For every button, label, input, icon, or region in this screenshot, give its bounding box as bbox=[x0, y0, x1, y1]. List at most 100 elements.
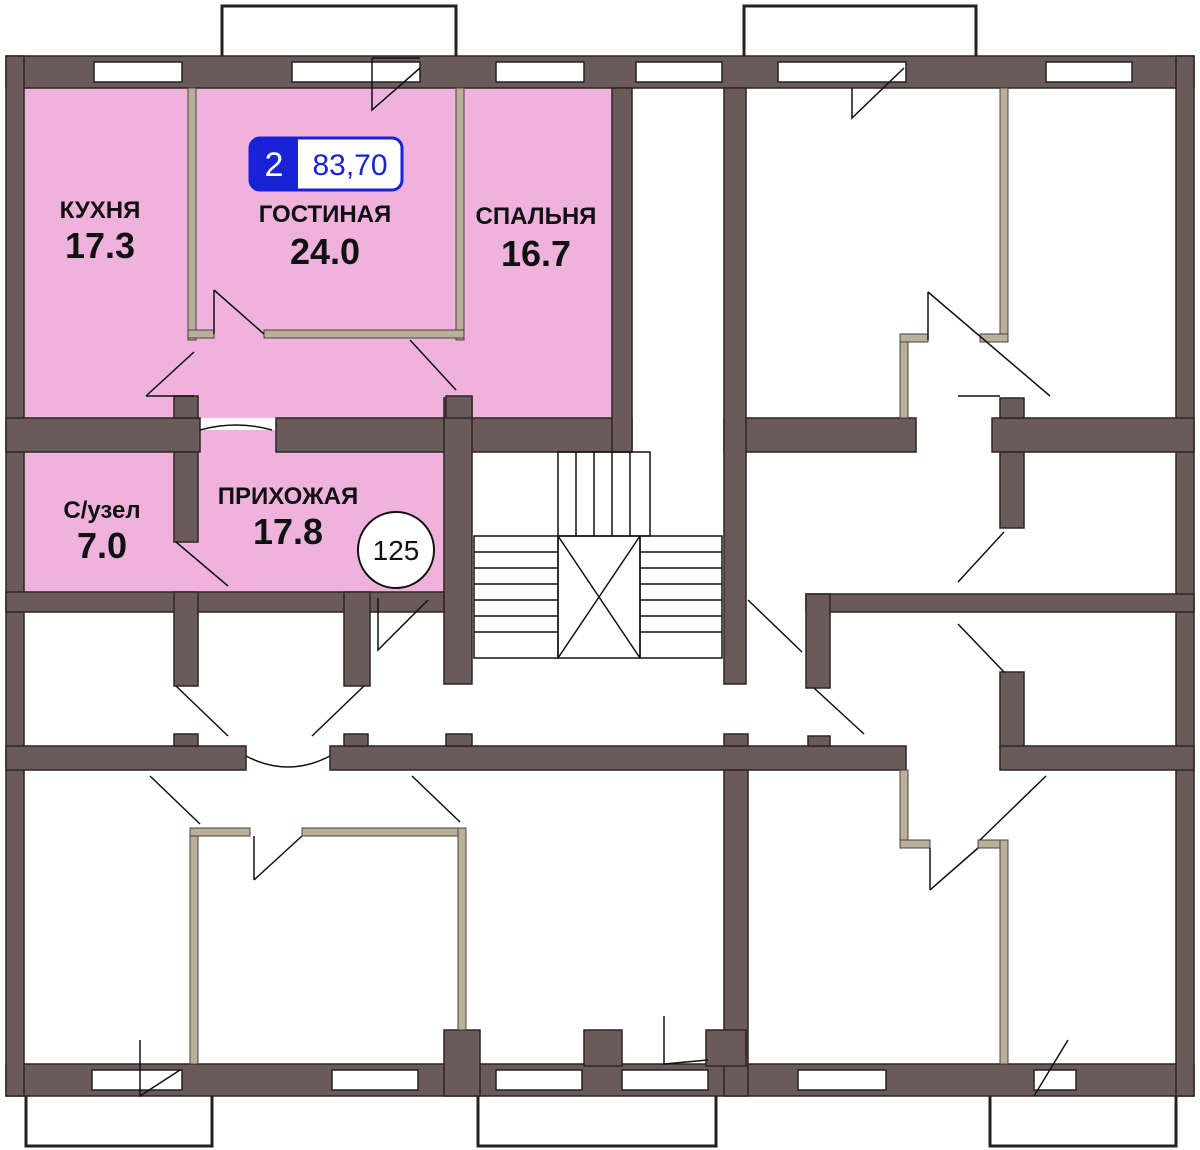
hallway-name: ПРИХОЖАЯ bbox=[218, 483, 359, 510]
stair-flight-left bbox=[473, 535, 559, 659]
window bbox=[777, 61, 907, 83]
door bbox=[851, 67, 905, 120]
partitions bbox=[187, 87, 1009, 1065]
wall-v-low-4 bbox=[705, 1029, 747, 1067]
area-badge: 2 83,70 bbox=[248, 136, 404, 192]
outer-walls bbox=[5, 55, 1195, 1097]
window bbox=[635, 61, 723, 83]
door bbox=[927, 291, 1051, 397]
window bbox=[621, 1069, 709, 1091]
living-room[interactable] bbox=[194, 88, 462, 334]
apartment-number-circle bbox=[357, 511, 435, 589]
staircase[interactable] bbox=[473, 451, 723, 659]
balcony-top-right bbox=[742, 4, 978, 58]
window bbox=[1045, 61, 1133, 83]
window bbox=[495, 1069, 583, 1091]
window bbox=[291, 61, 421, 83]
wall-stub bbox=[723, 733, 749, 747]
wall-h3-left bbox=[5, 745, 247, 771]
wall-left bbox=[5, 55, 25, 1097]
door bbox=[409, 339, 457, 391]
apartment-number-marker[interactable]: 125 bbox=[357, 511, 435, 589]
living-area: 24.0 bbox=[290, 231, 360, 272]
stair-steps-right bbox=[640, 551, 722, 633]
wall-stub bbox=[445, 733, 473, 747]
bedroom-area: 16.7 bbox=[501, 233, 571, 274]
interior-walls bbox=[5, 87, 1195, 1097]
door bbox=[175, 685, 229, 737]
partition-kitchen-living bbox=[187, 87, 197, 341]
window bbox=[93, 61, 183, 83]
door bbox=[253, 835, 303, 881]
wall-stub bbox=[343, 733, 369, 747]
wall-h2-right bbox=[805, 593, 1195, 613]
window bbox=[1033, 1069, 1077, 1091]
kitchen-name: КУХНЯ bbox=[60, 197, 141, 224]
wall-v-2 bbox=[343, 591, 371, 687]
hallway-area: 17.8 bbox=[253, 511, 323, 552]
wall-v-hall bbox=[443, 397, 473, 685]
wall-stub bbox=[807, 735, 831, 747]
wall-v-bath bbox=[173, 451, 199, 543]
stair-well-cross bbox=[557, 535, 641, 659]
balconies bbox=[24, 4, 1178, 1148]
door bbox=[213, 289, 265, 335]
wall-v-1 bbox=[173, 591, 199, 687]
balcony-bottom-right bbox=[988, 1096, 1178, 1148]
wall-h3-right bbox=[999, 745, 1195, 771]
wall-h1-left bbox=[5, 417, 201, 453]
badge-rooms-bg bbox=[250, 138, 298, 190]
window bbox=[91, 1069, 183, 1091]
door bbox=[245, 755, 331, 768]
bathroom-room[interactable] bbox=[24, 452, 174, 592]
wall-stub bbox=[173, 733, 199, 747]
door bbox=[149, 775, 201, 825]
wall-top bbox=[5, 55, 1195, 89]
door bbox=[979, 775, 1047, 841]
wall-bottom bbox=[5, 1063, 1195, 1097]
wall-h1-right-b bbox=[991, 417, 1195, 453]
wall-right bbox=[1175, 55, 1195, 1097]
partition-living-bottom-b bbox=[263, 329, 465, 339]
partition-low-left-h bbox=[189, 827, 251, 837]
windows bbox=[91, 61, 1133, 1091]
door bbox=[311, 685, 365, 737]
door bbox=[813, 687, 865, 735]
wall-v-low-1 bbox=[443, 1029, 481, 1097]
door bbox=[747, 599, 803, 653]
inner-corridor[interactable] bbox=[194, 334, 462, 418]
bedroom-name: СПАЛЬНЯ bbox=[476, 203, 597, 230]
partition-right-top bbox=[999, 87, 1009, 341]
balcony-bottom-left bbox=[24, 1096, 214, 1148]
balcony-bottom-center bbox=[476, 1096, 718, 1148]
kitchen-room[interactable] bbox=[24, 88, 194, 418]
door bbox=[139, 1040, 181, 1098]
door bbox=[663, 1016, 709, 1065]
apartment-number: 125 bbox=[373, 535, 420, 566]
door bbox=[145, 351, 195, 397]
wall-v-stair-right bbox=[723, 87, 747, 685]
wall-h1-right-a bbox=[723, 417, 917, 453]
partition-right-mid-h bbox=[899, 333, 929, 343]
partition-low-mid bbox=[457, 827, 467, 1031]
door bbox=[411, 775, 461, 823]
room-labels: КУХНЯ 17.3 ГОСТИНАЯ 24.0 СПАЛЬНЯ 16.7 С/… bbox=[60, 197, 597, 566]
door bbox=[1033, 1039, 1069, 1097]
wall-h3-mid bbox=[329, 745, 907, 771]
door bbox=[371, 57, 421, 112]
wall-v-bed-stub bbox=[445, 395, 473, 419]
bedroom-room[interactable] bbox=[462, 88, 612, 418]
window bbox=[331, 1069, 419, 1091]
doors bbox=[139, 57, 1069, 1098]
badge-rooms-count: 2 bbox=[265, 146, 284, 184]
partition-living-bottom-a bbox=[187, 329, 215, 339]
partition-low-left-h2 bbox=[301, 827, 467, 837]
stair-landing bbox=[557, 451, 651, 537]
partition-low-left bbox=[189, 829, 199, 1065]
door bbox=[929, 847, 979, 891]
stair-well bbox=[557, 535, 641, 659]
wall-v-3 bbox=[805, 593, 831, 689]
wall-v-right-2 bbox=[999, 671, 1025, 749]
wall-v-bath-stub bbox=[173, 395, 199, 419]
window bbox=[797, 1069, 887, 1091]
